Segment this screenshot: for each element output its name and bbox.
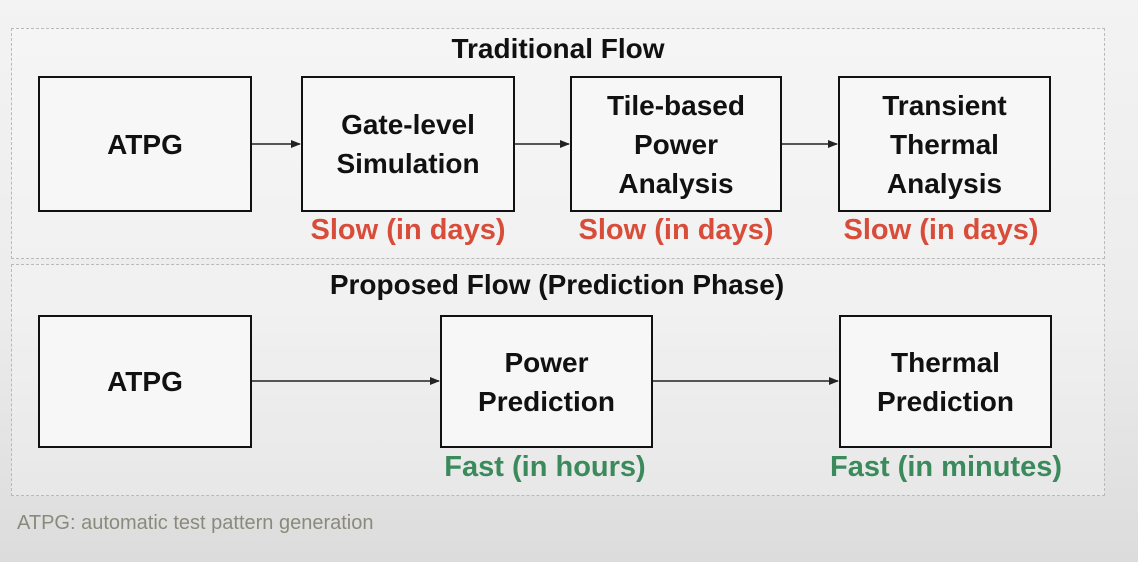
gate-level-simulation-box: Gate-level Simulation bbox=[301, 76, 515, 212]
transient-thermal-analysis-label: Transient Thermal Analysis bbox=[882, 89, 1007, 199]
proposed-atpg-box: ATPG bbox=[38, 315, 252, 448]
power-prediction-speed-note: Fast (in hours) bbox=[444, 451, 646, 483]
thermal-prediction-label: Thermal Prediction bbox=[877, 346, 1014, 417]
traditional-atpg-label: ATPG bbox=[107, 128, 183, 160]
thermal-prediction-box: Thermal Prediction bbox=[839, 315, 1052, 448]
power-prediction-label: Power Prediction bbox=[478, 346, 615, 417]
tile-based-power-analysis-box: Tile-based Power Analysis bbox=[570, 76, 782, 212]
atpg-footnote: ATPG: automatic test pattern generation bbox=[17, 512, 374, 534]
gate-level-simulation-label: Gate-level Simulation bbox=[336, 109, 480, 179]
power-prediction-box: Power Prediction bbox=[440, 315, 653, 448]
power-analysis-speed-note: Slow (in days) bbox=[578, 214, 774, 246]
gate-level-speed-note: Slow (in days) bbox=[310, 214, 506, 246]
thermal-analysis-speed-note: Slow (in days) bbox=[843, 214, 1039, 246]
proposed-atpg-label: ATPG bbox=[107, 366, 183, 397]
transient-thermal-analysis-box: Transient Thermal Analysis bbox=[838, 76, 1051, 212]
thermal-prediction-speed-note: Fast (in minutes) bbox=[829, 451, 1063, 483]
tile-based-power-analysis-label: Tile-based Power Analysis bbox=[607, 89, 745, 199]
proposed-flow-title: Proposed Flow (Prediction Phase) bbox=[329, 269, 785, 300]
traditional-flow-title: Traditional Flow bbox=[451, 33, 665, 64]
traditional-atpg-box: ATPG bbox=[38, 76, 252, 212]
